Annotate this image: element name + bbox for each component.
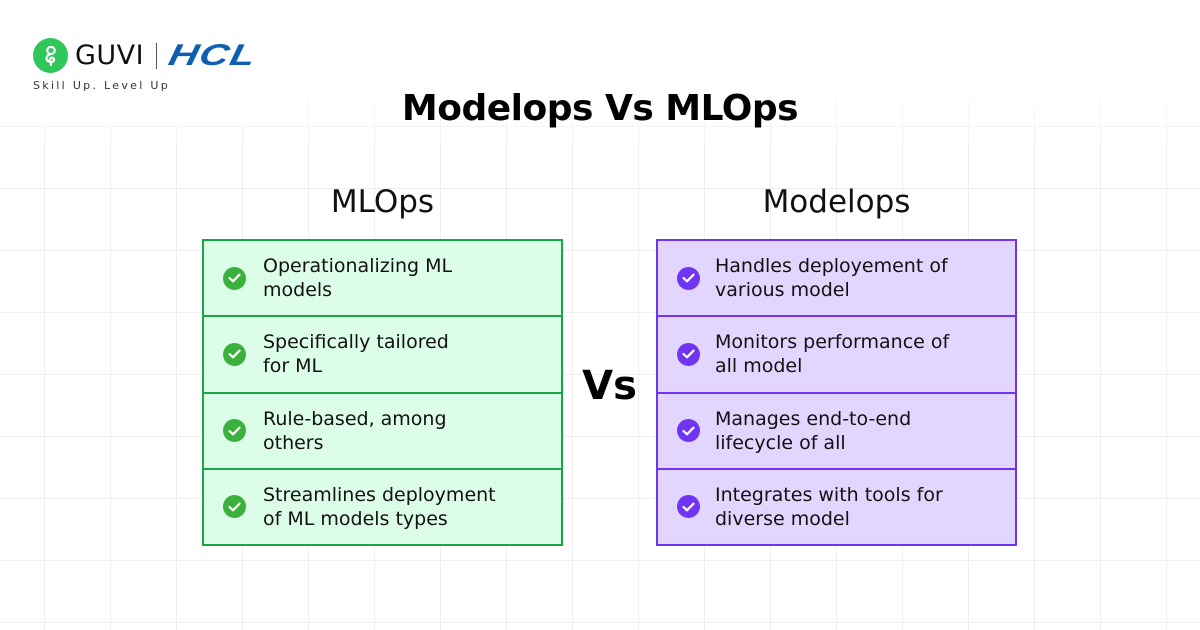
- modelops-item-text: Monitors performance of all model: [715, 331, 950, 378]
- page-title: Modelops Vs MLOps: [401, 88, 799, 129]
- brand-tagline: Skill Up. Level Up: [33, 79, 171, 92]
- mlops-item: Streamlines deployment of ML models type…: [204, 470, 561, 544]
- check-circle-icon: [223, 342, 246, 366]
- check-circle-icon: [223, 419, 246, 443]
- modelops-item: Integrates with tools for diverse model: [658, 470, 1015, 544]
- check-circle-icon: [677, 495, 700, 519]
- modelops-item: Handles deployement of various model: [658, 241, 1015, 318]
- versus-label: Vs: [582, 363, 637, 409]
- modelops-heading: Modelops: [762, 184, 911, 220]
- check-circle-icon: [677, 342, 700, 366]
- guvi-wordmark: GUVI: [75, 40, 145, 71]
- modelops-panel: Handles deployement of various model Mon…: [656, 239, 1017, 546]
- mlops-panel: Operationalizing ML models Specifically …: [202, 239, 563, 546]
- mlops-item-text: Specifically tailored for ML: [263, 331, 449, 378]
- check-circle-icon: [677, 266, 700, 290]
- check-circle-icon: [223, 266, 246, 290]
- modelops-item: Monitors performance of all model: [658, 317, 1015, 394]
- modelops-item-text: Integrates with tools for diverse model: [715, 483, 943, 530]
- mlops-item-text: Streamlines deployment of ML models type…: [263, 483, 496, 530]
- mlops-item: Specifically tailored for ML: [204, 317, 561, 394]
- logo-divider: [156, 42, 158, 69]
- check-circle-icon: [223, 495, 246, 519]
- guvi-logo-icon: [33, 38, 68, 73]
- modelops-item-text: Manages end-to-end lifecycle of all: [715, 407, 912, 454]
- brand-logo: GUVI HCL: [33, 38, 260, 73]
- modelops-item: Manages end-to-end lifecycle of all: [658, 394, 1015, 470]
- check-circle-icon: [677, 419, 700, 443]
- mlops-item: Operationalizing ML models: [204, 241, 561, 318]
- mlops-item-text: Operationalizing ML models: [263, 255, 453, 302]
- mlops-heading: MLOps: [330, 184, 435, 220]
- modelops-item-text: Handles deployement of various model: [715, 255, 948, 302]
- hcl-wordmark: HCL: [165, 38, 261, 72]
- mlops-item-text: Rule-based, among others: [263, 407, 447, 454]
- mlops-item: Rule-based, among others: [204, 394, 561, 470]
